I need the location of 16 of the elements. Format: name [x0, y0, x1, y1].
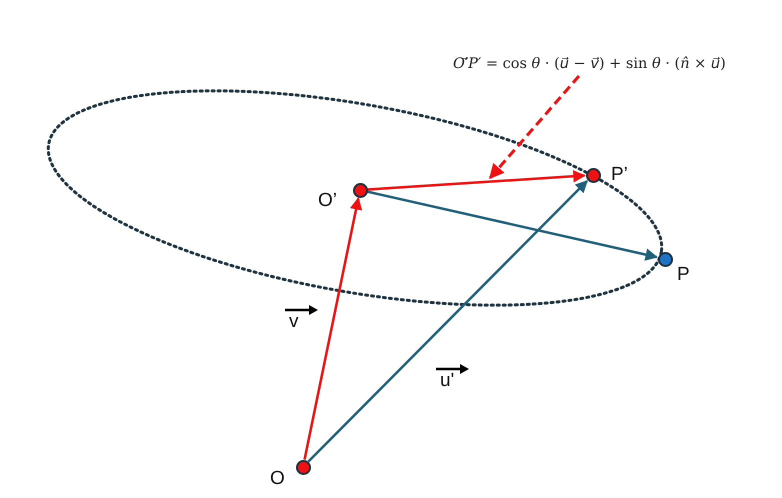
point-label: P — [677, 264, 690, 286]
point-marker — [352, 182, 368, 198]
vector-arrow — [367, 170, 586, 191]
formula: O′⃗P′ = cos θ · (u⃗ − v⃗) + sin θ · (n̂ × u⃗) — [453, 56, 726, 72]
point-marker — [658, 252, 672, 266]
vector-arrow — [303, 197, 362, 460]
vector-label: u' — [440, 370, 454, 392]
point-marker — [296, 460, 310, 474]
leader-arrow — [488, 75, 580, 180]
point-label: P’ — [611, 164, 628, 186]
point-label: O — [270, 468, 285, 490]
point-label: O’ — [318, 190, 337, 212]
vector-arrow — [367, 190, 658, 261]
vector-label: v — [289, 311, 298, 333]
vector-arrow — [307, 180, 588, 463]
point-marker — [586, 168, 600, 182]
